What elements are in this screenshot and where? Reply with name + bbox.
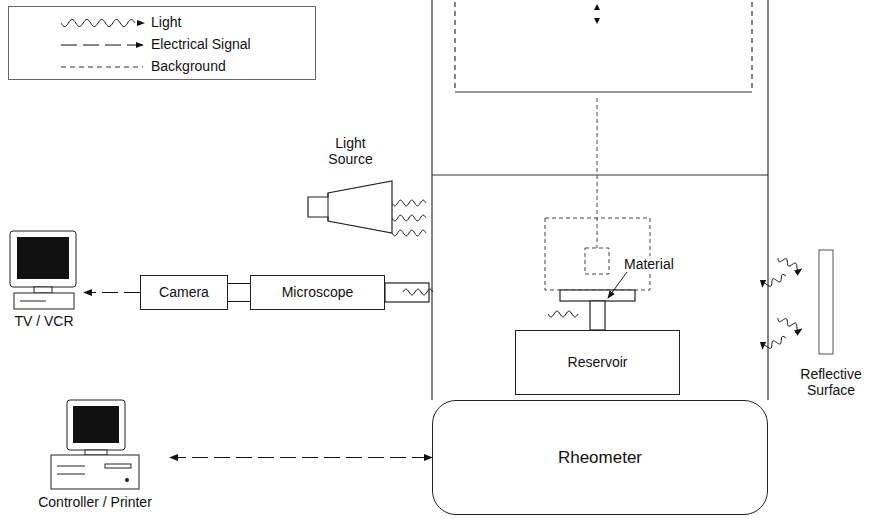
mirror-plate bbox=[816, 248, 836, 358]
node-label: Reflective Surface bbox=[793, 366, 869, 398]
drawing-stroke bbox=[20, 301, 46, 302]
callout-label: Material bbox=[622, 256, 676, 272]
node-label: Reservoir bbox=[568, 354, 628, 370]
node-label: Camera bbox=[159, 284, 209, 300]
node-label: Light Source bbox=[321, 135, 381, 167]
light-rays bbox=[392, 200, 802, 349]
tv-vcr-icon: TV / VCR bbox=[4, 226, 84, 332]
light-wave bbox=[762, 274, 786, 287]
light-wave bbox=[548, 311, 578, 317]
drawing-stroke bbox=[125, 478, 129, 482]
signal-connector bbox=[84, 292, 140, 293]
drawing-stroke bbox=[10, 231, 76, 287]
drawing-stroke bbox=[432, 174, 768, 175]
drawing-stroke bbox=[455, 91, 752, 92]
drawing-stroke bbox=[308, 181, 392, 233]
drawing-stroke bbox=[560, 290, 635, 301]
reflective-surface: Reflective Surface bbox=[790, 248, 872, 408]
drawing-stroke bbox=[819, 250, 833, 354]
material-sample bbox=[560, 290, 635, 330]
node-label: TV / VCR bbox=[14, 313, 73, 329]
drawing-stroke bbox=[594, 18, 600, 24]
computer-icon bbox=[45, 398, 145, 494]
drawing-stroke bbox=[34, 287, 52, 293]
rheometer-base: Rheometer bbox=[432, 400, 768, 515]
node-label: Microscope bbox=[282, 284, 354, 300]
drawing-stroke bbox=[85, 450, 107, 455]
controller-computer: Controller / Printer bbox=[20, 392, 170, 516]
legend-row: Electrical Signal bbox=[9, 35, 309, 55]
drawing-stroke bbox=[385, 283, 429, 302]
legend-text: Electrical Signal bbox=[151, 36, 251, 52]
legend-sample bbox=[9, 35, 147, 55]
legend-text: Light bbox=[151, 14, 181, 30]
leader-line bbox=[608, 272, 627, 298]
drawing-stroke bbox=[590, 301, 605, 330]
drawing-stroke bbox=[61, 45, 143, 46]
microscope-tube bbox=[385, 283, 429, 302]
legend-row: Light bbox=[9, 13, 309, 33]
optical-coupling bbox=[228, 284, 250, 302]
camera-box: Camera bbox=[140, 275, 228, 310]
motion-arrows bbox=[594, 4, 600, 24]
drawing-stroke bbox=[751, 2, 752, 92]
drawing-stroke bbox=[767, 0, 768, 400]
legend-sample bbox=[9, 13, 147, 33]
drawing-stroke bbox=[545, 218, 650, 290]
node-label: Rheometer bbox=[558, 448, 642, 468]
drawing-stroke bbox=[105, 464, 131, 468]
drawing-stroke bbox=[61, 19, 135, 26]
monitor-icon bbox=[6, 229, 82, 313]
drawing-stroke bbox=[137, 20, 145, 26]
light-wave bbox=[778, 318, 802, 331]
light-wave bbox=[778, 258, 802, 271]
light-wave bbox=[403, 289, 433, 295]
light-wave bbox=[392, 200, 426, 206]
legend-box: LightElectrical SignalBackground bbox=[8, 6, 316, 80]
drawing-stroke bbox=[327, 193, 328, 221]
light-wave bbox=[392, 215, 426, 221]
reservoir-box: Reservoir bbox=[515, 330, 680, 395]
drawing-stroke bbox=[454, 2, 455, 92]
drawing-stroke bbox=[431, 0, 432, 400]
microscope-box: Microscope bbox=[250, 275, 385, 310]
drawing-stroke bbox=[67, 400, 125, 450]
drawing-stroke bbox=[73, 406, 119, 443]
signal-connector bbox=[170, 457, 432, 458]
legend-sample bbox=[9, 57, 147, 77]
drawing-stroke bbox=[14, 293, 74, 309]
drawing-stroke bbox=[51, 455, 139, 489]
node-label: Controller / Printer bbox=[38, 494, 152, 510]
drawing-stroke bbox=[597, 98, 598, 248]
rheometer-frame bbox=[432, 0, 768, 400]
light-source: Light Source bbox=[298, 135, 403, 245]
drawing-stroke bbox=[594, 4, 600, 10]
drawing-stroke bbox=[17, 237, 69, 279]
drawing-stroke bbox=[585, 248, 609, 274]
drawing-stroke bbox=[57, 473, 85, 474]
drawing-stroke bbox=[61, 67, 143, 68]
legend-row: Background bbox=[9, 57, 309, 77]
light-wave bbox=[762, 336, 786, 349]
light-wave bbox=[392, 230, 426, 236]
lamp-housing bbox=[306, 179, 396, 235]
drawing-stroke bbox=[57, 465, 85, 466]
legend-text: Background bbox=[151, 58, 226, 74]
